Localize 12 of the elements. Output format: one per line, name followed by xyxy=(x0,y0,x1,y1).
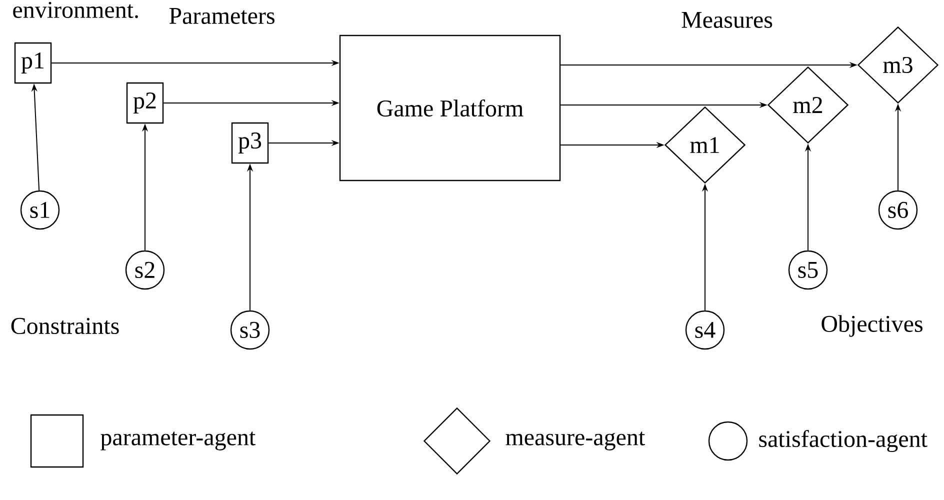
label: Parameters xyxy=(169,8,274,24)
platform-box: Game Platform xyxy=(339,34,561,182)
legend-label: parameter-agent xyxy=(100,432,256,450)
legend-label: satisfaction-agent xyxy=(759,430,928,452)
parameter-box: p1 xyxy=(14,42,52,84)
legend-label: measure-agent xyxy=(506,432,645,450)
parameter-box: p3 xyxy=(231,122,269,164)
label: Constraints xyxy=(11,318,119,334)
label: environment. xyxy=(13,2,138,18)
label: Measures xyxy=(682,12,772,28)
label: Objectives xyxy=(822,315,922,337)
parameter-box: p2 xyxy=(126,82,164,124)
